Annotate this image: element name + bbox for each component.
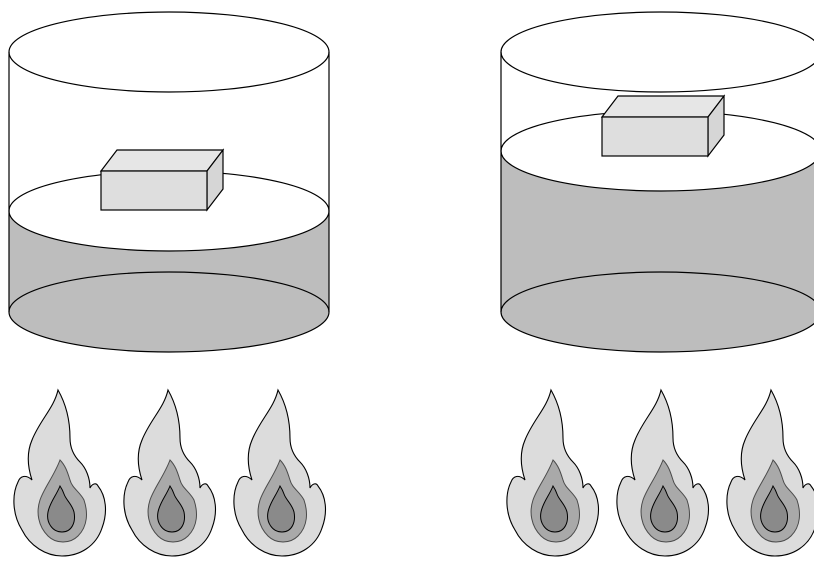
flame-icon <box>507 390 599 556</box>
flame-icon <box>124 390 216 556</box>
block-right-top <box>602 96 724 117</box>
flame-icon <box>234 390 326 556</box>
beaker-left-rim <box>9 12 329 92</box>
beaker-right-rim <box>501 12 814 92</box>
beaker-right <box>501 12 814 352</box>
block-left-top <box>101 150 223 171</box>
block-right-front <box>602 117 708 156</box>
flame-icon <box>727 390 814 556</box>
block-left-front <box>101 171 207 210</box>
beaker-left <box>9 12 329 352</box>
flame-icon <box>617 390 709 556</box>
beaker-right-bottom <box>501 272 814 352</box>
block-right <box>602 96 724 156</box>
flames-right <box>507 390 814 556</box>
block-left <box>101 150 223 210</box>
flames-left <box>14 390 326 556</box>
beaker-left-bottom <box>9 272 329 352</box>
flame-icon <box>14 390 106 556</box>
